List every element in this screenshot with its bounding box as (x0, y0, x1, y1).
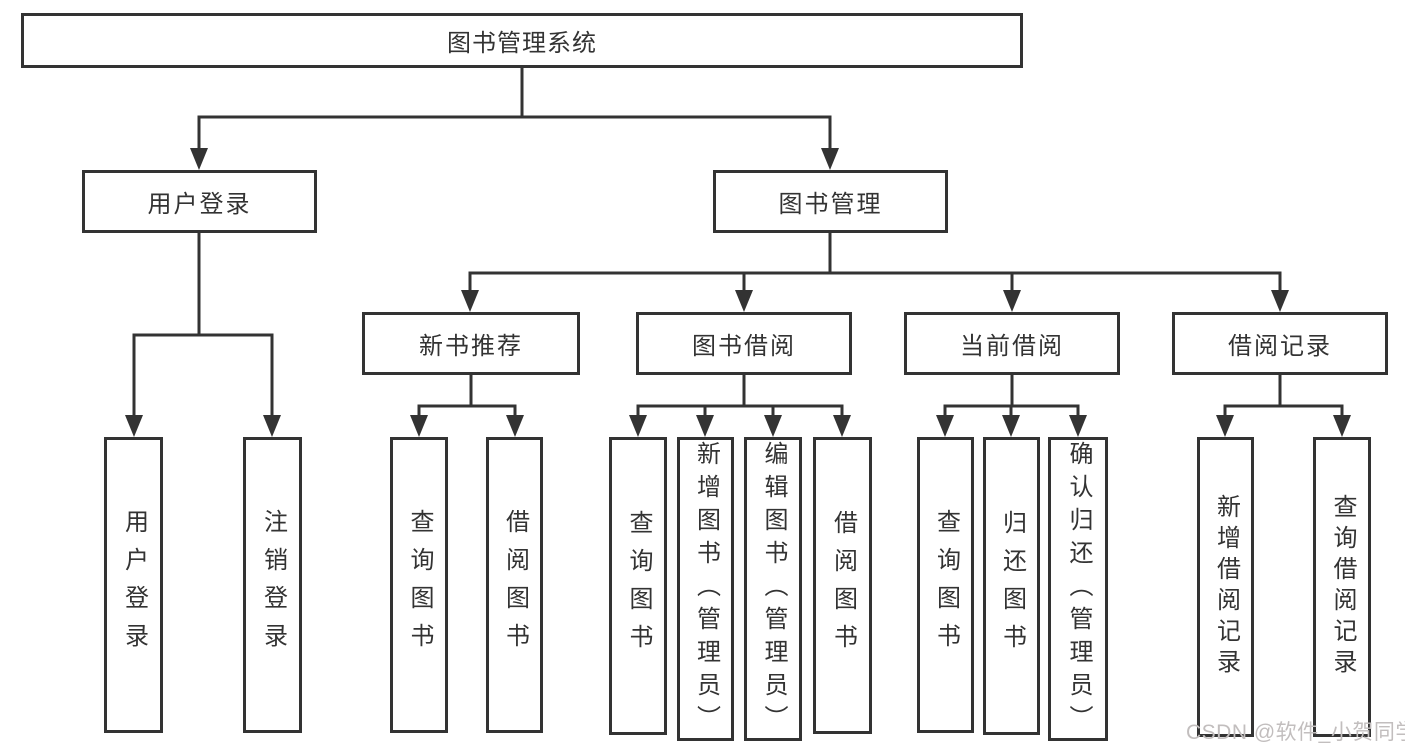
arrowhead (461, 290, 479, 312)
node-book-borrowing: 图书借阅 (636, 312, 852, 375)
connector-borrowing-records-children (1216, 375, 1351, 437)
node-new-book-recommendation: 新书推荐 (362, 312, 580, 375)
node-add-books-admin: 新增图书（管理员） (677, 437, 734, 741)
arrowhead (263, 415, 281, 437)
node-label: 确认归还（管理员） (1065, 440, 1092, 738)
node-borrow-books-leaf: 借阅图书 (813, 437, 872, 734)
node-user-login: 用户登录 (82, 170, 317, 233)
connector-root-to-level1 (190, 68, 839, 170)
node-label: 借阅图书 (829, 509, 857, 662)
node-label: 图书借阅 (692, 333, 796, 360)
csdn-watermark: CSDN @软件_小贺同学 (1186, 721, 1405, 744)
node-label: 注销登录 (259, 509, 287, 661)
arrowhead (125, 415, 143, 437)
arrowhead (1002, 415, 1020, 437)
arrowhead (190, 148, 208, 170)
node-current-borrowing: 当前借阅 (904, 312, 1120, 375)
arrowhead (735, 290, 753, 312)
node-label: 用户登录 (120, 509, 148, 661)
arrowhead (764, 415, 782, 437)
node-label: 新书推荐 (419, 333, 523, 360)
arrowhead (1333, 415, 1351, 437)
node-label: 用户登录 (147, 191, 252, 218)
node-label: 图书管理 (778, 191, 883, 218)
node-query-books-recommend: 查询图书 (390, 437, 448, 733)
connector-current-borrowing-children (936, 375, 1087, 437)
node-label: 查询借阅记录 (1329, 494, 1356, 680)
node-label: 借阅记录 (1228, 333, 1332, 360)
arrowhead (629, 415, 647, 437)
connector-book-borrowing-children (629, 375, 851, 437)
connector-book-management-children (461, 233, 1289, 312)
node-label: 查询图书 (932, 509, 960, 661)
arrowhead (1271, 290, 1289, 312)
node-query-borrow-record: 查询借阅记录 (1313, 437, 1371, 737)
arrowhead (1003, 290, 1021, 312)
arrowhead (833, 415, 851, 437)
arrowhead (506, 415, 524, 437)
connector-new-book-recommendation-children (410, 375, 524, 437)
node-label: 借阅图书 (501, 509, 529, 661)
node-label: 查询图书 (406, 509, 433, 661)
node-query-books-current: 查询图书 (917, 437, 974, 733)
connector-user-login-children (125, 233, 281, 437)
node-label: 当前借阅 (960, 333, 1064, 360)
node-label: 查询图书 (625, 510, 652, 662)
node-return-books: 归还图书 (983, 437, 1040, 735)
node-label: 新增借阅记录 (1212, 494, 1240, 680)
arrowhead (1069, 415, 1087, 437)
node-book-management: 图书管理 (713, 170, 948, 233)
node-edit-books-admin: 编辑图书（管理员） (744, 437, 802, 741)
node-borrow-books-recommend: 借阅图书 (486, 437, 543, 733)
arrowhead (696, 415, 714, 437)
node-confirm-return-admin: 确认归还（管理员） (1048, 437, 1108, 741)
node-library-management-system: 图书管理系统 (21, 13, 1023, 68)
node-label: 归还图书 (998, 510, 1026, 662)
arrowhead (1216, 415, 1234, 437)
node-logout-leaf: 注销登录 (243, 437, 302, 733)
arrowhead (821, 148, 839, 170)
node-label: 编辑图书（管理员） (760, 440, 787, 738)
arrowhead (936, 415, 954, 437)
node-label: 新增图书（管理员） (692, 440, 720, 738)
node-user-login-leaf: 用户登录 (104, 437, 163, 733)
node-add-borrow-record: 新增借阅记录 (1197, 437, 1254, 737)
node-query-books-borrowing: 查询图书 (609, 437, 667, 735)
node-borrowing-records: 借阅记录 (1172, 312, 1388, 375)
node-label: 图书管理系统 (447, 30, 597, 57)
arrowhead (410, 415, 428, 437)
